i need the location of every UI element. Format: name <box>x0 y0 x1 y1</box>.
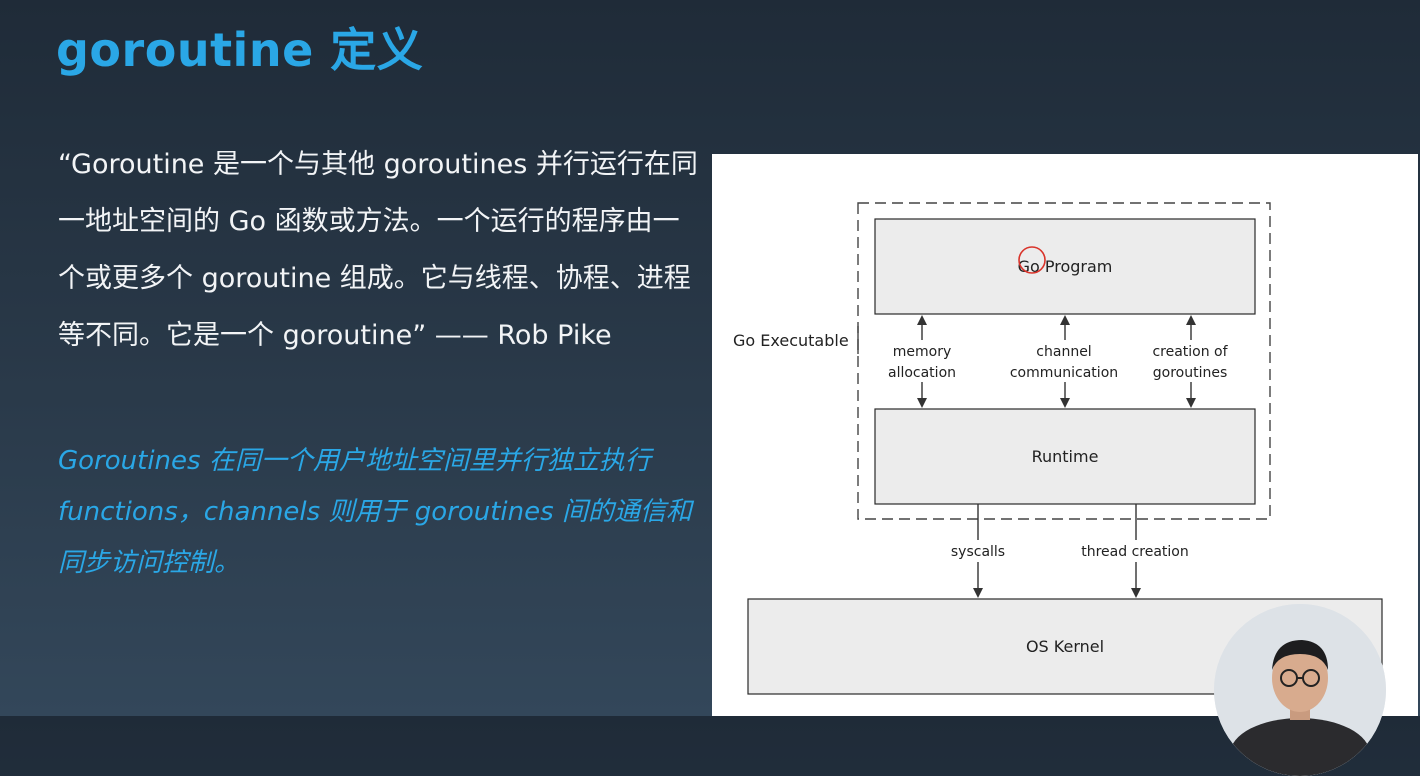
go-program-label: Go Program <box>1018 257 1113 276</box>
channel-communication-link: channel communication <box>1010 315 1118 408</box>
slide-title: goroutine 定义 <box>56 23 424 77</box>
rob-pike-quote: “Goroutine 是一个与其他 goroutines 并行运行在同一地址空间… <box>58 149 698 351</box>
syscalls-link: syscalls <box>951 504 1005 598</box>
goroutines-label: goroutines <box>1153 365 1228 381</box>
channel-label: channel <box>1036 344 1091 360</box>
os-kernel-label: OS Kernel <box>1026 637 1104 656</box>
go-executable-boundary <box>857 202 1271 520</box>
creation-of-goroutines-link: creation of goroutines <box>1152 315 1229 408</box>
syscalls-label: syscalls <box>951 544 1005 560</box>
memory-allocation-link: memory allocation <box>888 315 956 408</box>
runtime-box <box>874 408 1256 505</box>
thread-creation-label: thread creation <box>1081 544 1189 560</box>
go-executable-label: Go Executable <box>733 331 849 350</box>
memory-label: memory <box>893 344 952 360</box>
cursor-circle-icon <box>1018 246 1046 274</box>
allocation-label: allocation <box>888 365 956 381</box>
goroutine-note: Goroutines 在同一个用户地址空间里并行独立执行 functions，c… <box>58 446 692 578</box>
go-program-box <box>874 218 1256 315</box>
presenter-webcam <box>1214 604 1386 776</box>
runtime-label: Runtime <box>1032 447 1099 466</box>
communication-label: communication <box>1010 365 1118 381</box>
presenter-avatar <box>1214 604 1386 776</box>
thread-creation-link: thread creation <box>1081 504 1189 598</box>
creation-of-label: creation of <box>1152 344 1228 360</box>
